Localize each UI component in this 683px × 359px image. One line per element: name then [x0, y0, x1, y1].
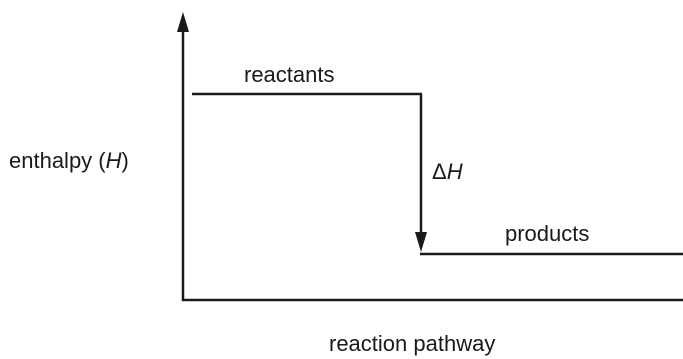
products-label: products	[505, 221, 589, 246]
y-axis-arrow-icon	[177, 12, 189, 32]
delta-var: H	[447, 159, 463, 184]
delta-symbol: Δ	[432, 159, 447, 184]
delta-h-arrowhead-icon	[415, 232, 427, 252]
y-axis-label-suffix: )	[122, 148, 129, 173]
reactants-label: reactants	[244, 62, 335, 87]
delta-h-label: ΔH	[432, 159, 463, 184]
y-axis-label-prefix: enthalpy (	[9, 148, 106, 173]
y-axis-label: enthalpy (H)	[9, 148, 129, 173]
y-axis-label-symbol: H	[106, 148, 122, 173]
x-axis-label: reaction pathway	[329, 331, 495, 356]
